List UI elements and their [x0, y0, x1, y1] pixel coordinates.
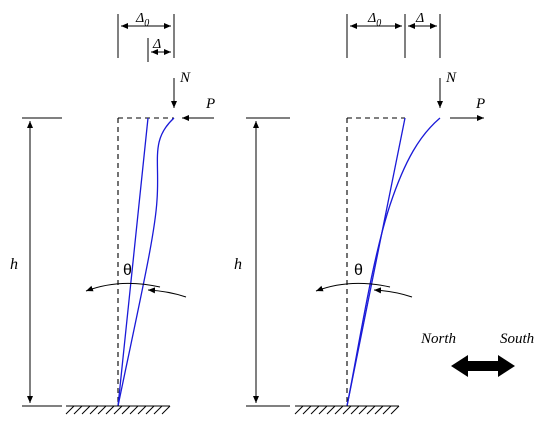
right-axial-load: N — [437, 70, 457, 108]
right-deformed-curve — [346, 117, 441, 407]
left-axial-load: N — [171, 70, 191, 108]
left-top-dimensions: Δ0 Δ — [117, 11, 175, 62]
left-column-diagram: h θ — [10, 11, 215, 415]
right-lateral-load: P — [450, 96, 485, 121]
left-theta-label: θ — [123, 262, 132, 279]
left-initial-tilt-line — [117, 117, 149, 407]
right-lateral-load-label: P — [475, 96, 485, 112]
left-theta-indicator: θ — [85, 262, 187, 298]
right-ground-support — [294, 405, 400, 415]
left-height-dimension: h — [10, 117, 62, 407]
right-top-dimensions: Δ0 Δ — [346, 11, 441, 58]
left-lateral-load: P — [182, 96, 215, 121]
left-delta-label: Δ — [152, 37, 161, 52]
left-axial-load-label: N — [179, 70, 191, 86]
left-height-label: h — [10, 256, 18, 273]
left-deformed-curve — [117, 117, 175, 407]
left-lateral-load-label: P — [205, 96, 215, 112]
right-undeformed-outline — [346, 117, 405, 406]
south-label: South — [500, 331, 534, 347]
right-height-label: h — [234, 256, 242, 273]
left-delta0-label: Δ0 — [135, 11, 149, 29]
right-delta0-label: Δ0 — [367, 11, 381, 29]
right-theta-indicator: θ — [315, 262, 413, 298]
direction-indicator: North South — [420, 331, 534, 377]
right-column-diagram: h θ — [234, 11, 485, 415]
double-arrow-icon — [451, 355, 515, 377]
right-theta-label: θ — [354, 262, 363, 279]
right-height-dimension: h — [234, 117, 290, 407]
left-ground-support — [65, 405, 171, 415]
north-label: North — [420, 331, 456, 347]
right-axial-load-label: N — [445, 70, 457, 86]
left-undeformed-outline — [117, 117, 174, 406]
right-delta-label: Δ — [415, 11, 424, 26]
